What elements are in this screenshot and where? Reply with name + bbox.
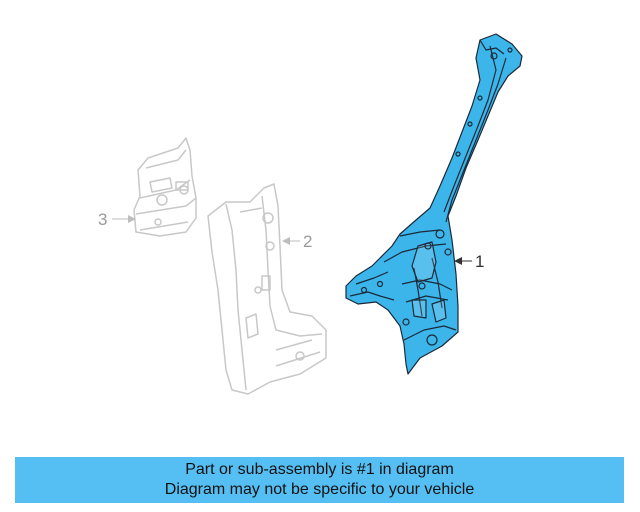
callout-3-label: 3 — [98, 210, 107, 229]
callout-2-label: 2 — [303, 232, 312, 251]
callout-1: 1 — [454, 252, 484, 271]
banner-line-1: Part or sub-assembly is #1 in diagram — [185, 461, 454, 478]
callout-2: 2 — [282, 232, 312, 251]
parts-diagram: 1 2 3 — [98, 33, 523, 395]
callout-3: 3 — [98, 210, 136, 229]
part-1-pillar-assembly — [345, 33, 523, 375]
banner-line-2: Diagram may not be specific to your vehi… — [164, 481, 475, 498]
part-3-bracket — [133, 137, 197, 237]
part-2-pillar — [207, 183, 327, 395]
callout-1-label: 1 — [475, 252, 484, 271]
info-banner: Part or sub-assembly is #1 in diagram Di… — [15, 457, 624, 503]
